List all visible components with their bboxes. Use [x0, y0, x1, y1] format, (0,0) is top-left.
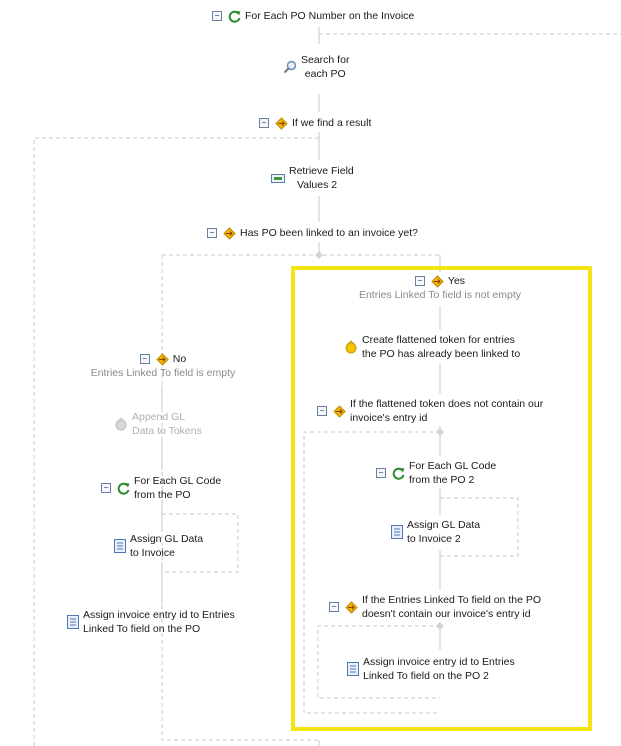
create-token-node[interactable]: Create flattened token for entries the P… [344, 333, 520, 361]
assign-gl-2-node[interactable]: Assign GL Data to Invoice 2 [391, 518, 480, 546]
append-gl-line2: Data to Tokens [132, 425, 202, 437]
search-po-line1: Search for [301, 54, 350, 66]
no-branch-node[interactable]: − No Entries Linked To field is empty [82, 352, 244, 380]
for-each-gl-2-node[interactable]: − For Each GL Code from the PO 2 [376, 459, 496, 487]
token-icon [115, 417, 127, 431]
collapse-toggle[interactable]: − [414, 276, 425, 286]
condition-icon [333, 404, 346, 418]
for-each-gl-line2: from the PO [134, 489, 191, 501]
document-icon [391, 525, 403, 539]
yes-branch-caption: Entries Linked To field is not empty [358, 289, 522, 301]
create-token-line1: Create flattened token for entries [362, 334, 515, 346]
assign-gl-node[interactable]: Assign GL Data to Invoice [114, 532, 203, 560]
assign-entry-node[interactable]: Assign invoice entry id to Entries Linke… [67, 608, 235, 636]
condition-icon [156, 352, 169, 366]
assign-entry-2-line2: Linked To field on the PO 2 [363, 670, 489, 682]
assign-gl-2-line1: Assign GL Data [407, 519, 481, 531]
if-token-line1: If the flattened token does not contain … [350, 398, 544, 410]
append-gl-line1: Append GL [132, 411, 186, 423]
yes-branch-title: Yes [447, 275, 466, 287]
assign-gl-2-line2: to Invoice 2 [407, 533, 461, 545]
for-each-gl-line1: For Each GL Code [134, 475, 222, 487]
collapse-toggle[interactable]: − [101, 483, 111, 493]
no-branch-title: No [172, 353, 187, 365]
search-po-line2: each PO [304, 68, 346, 80]
if-entries-node[interactable]: − If the Entries Linked To field on the … [329, 593, 541, 621]
loop-icon [117, 482, 130, 495]
no-branch-caption: Entries Linked To field is empty [90, 367, 236, 379]
assign-entry-line2: Linked To field on the PO [83, 623, 201, 635]
condition-icon [431, 274, 444, 288]
has-po-linked-node[interactable]: − Has PO been linked to an invoice yet? [207, 226, 418, 240]
loop-icon [392, 467, 405, 480]
if-token-line2: invoice's entry id [350, 412, 428, 424]
if-token-node[interactable]: − If the flattened token does not contai… [317, 397, 543, 425]
search-icon [283, 60, 297, 74]
document-icon [347, 662, 359, 676]
for-each-gl-2-line1: For Each GL Code [409, 460, 497, 472]
loop-icon [228, 10, 241, 23]
document-icon [67, 615, 79, 629]
form-field-icon [271, 174, 285, 183]
if-result-node[interactable]: − If we find a result [259, 116, 371, 130]
for-each-po-node[interactable]: − For Each PO Number on the Invoice [212, 9, 414, 23]
collapse-toggle[interactable]: − [376, 468, 386, 478]
highlight-box [291, 266, 592, 731]
condition-icon [345, 600, 358, 614]
assign-entry-2-line1: Assign invoice entry id to Entries [363, 656, 515, 668]
for-each-gl-node[interactable]: − For Each GL Code from the PO [101, 474, 221, 502]
collapse-toggle[interactable]: − [212, 11, 222, 21]
for-each-gl-2-line2: from the PO 2 [409, 474, 475, 486]
assign-gl-line1: Assign GL Data [130, 533, 204, 545]
if-result-label: If we find a result [292, 117, 372, 129]
if-entries-line2: doesn't contain our invoice's entry id [362, 608, 531, 620]
collapse-toggle[interactable]: − [329, 602, 339, 612]
condition-icon [275, 116, 288, 130]
collapse-toggle[interactable]: − [207, 228, 217, 238]
create-token-line2: the PO has already been linked to [362, 348, 521, 360]
collapse-toggle[interactable]: − [139, 354, 150, 364]
search-po-node[interactable]: Search for each PO [283, 53, 349, 81]
append-gl-node[interactable]: Append GL Data to Tokens [114, 410, 202, 438]
condition-icon [223, 226, 236, 240]
for-each-po-label: For Each PO Number on the Invoice [245, 10, 415, 22]
assign-entry-line1: Assign invoice entry id to Entries [83, 609, 235, 621]
assign-entry-2-node[interactable]: Assign invoice entry id to Entries Linke… [347, 655, 515, 683]
collapse-toggle[interactable]: − [259, 118, 269, 128]
document-icon [114, 539, 126, 553]
assign-gl-line2: to Invoice [130, 547, 175, 559]
retrieve-line2: Values 2 [297, 179, 338, 191]
has-po-linked-label: Has PO been linked to an invoice yet? [240, 227, 419, 239]
if-entries-line1: If the Entries Linked To field on the PO [362, 594, 541, 606]
retrieve-node[interactable]: Retrieve Field Values 2 [271, 164, 354, 192]
retrieve-line1: Retrieve Field [289, 165, 354, 177]
token-icon [345, 340, 357, 354]
yes-branch-node[interactable]: − Yes Entries Linked To field is not emp… [340, 274, 540, 302]
collapse-toggle[interactable]: − [317, 406, 327, 416]
